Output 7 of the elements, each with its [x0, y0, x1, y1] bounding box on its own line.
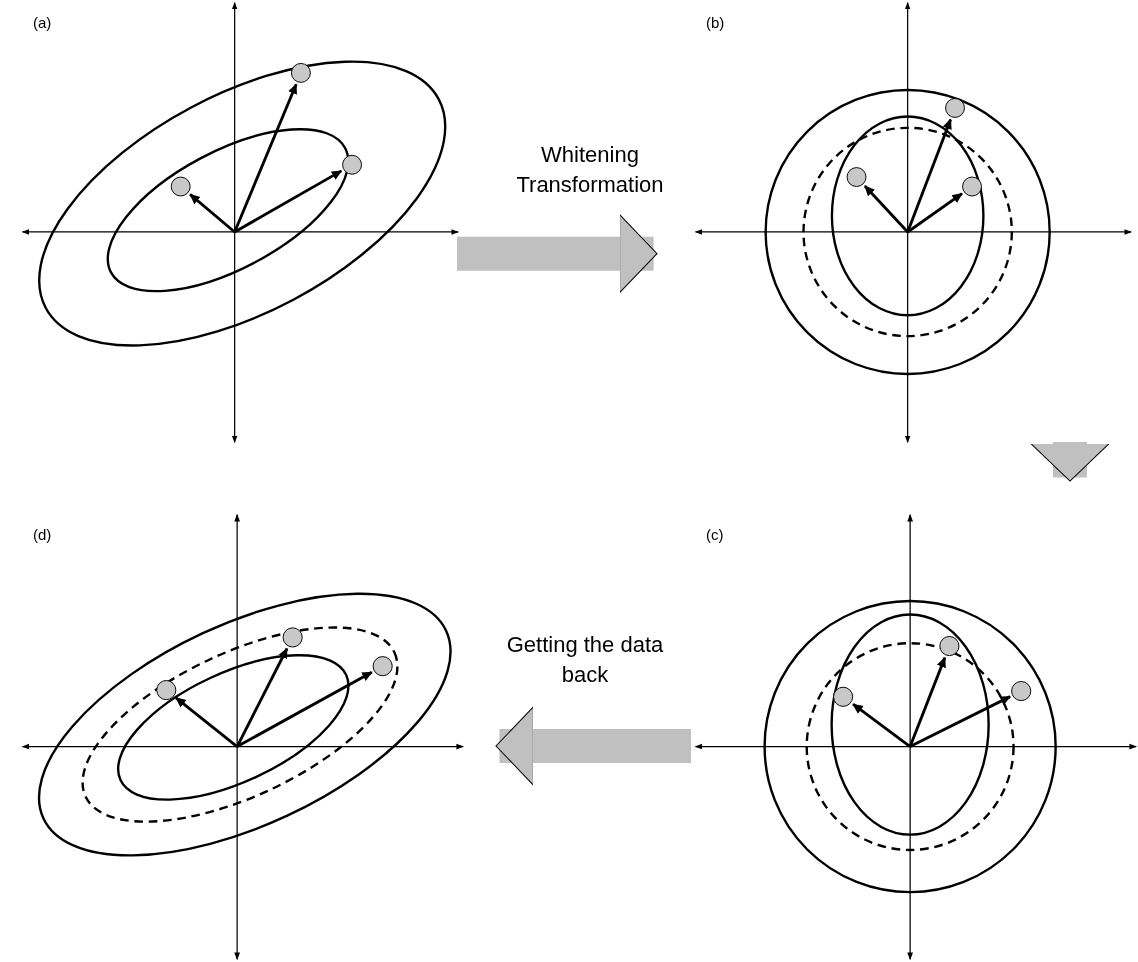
block-arrow: [495, 706, 691, 786]
block-arrow: [1030, 442, 1110, 482]
panel-label: (c): [706, 526, 724, 543]
block-arrow: [457, 214, 658, 294]
panel-label: (a): [33, 14, 52, 31]
panel-label: (d): [33, 526, 52, 543]
panel-label: (b): [706, 14, 725, 31]
